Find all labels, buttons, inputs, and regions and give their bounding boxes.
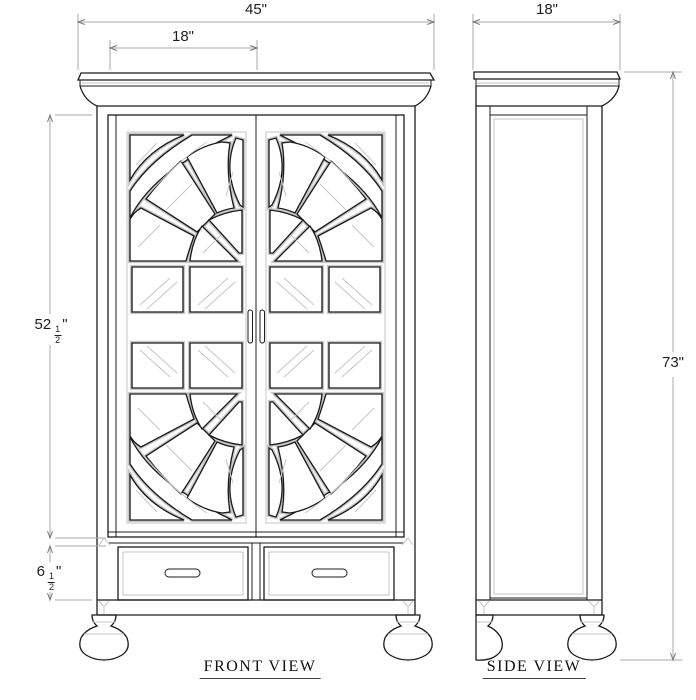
front-doors [107,114,405,538]
dimension-annotations [47,14,682,662]
side-back-foot [475,614,503,661]
front-view-drawing [77,72,436,661]
front-crown-molding [77,72,436,107]
dim-label-overall-height: 73" [659,354,687,371]
dim-label-depth: 18" [533,1,561,18]
dim-line-overall-width [76,14,436,70]
dim-line-depth [471,14,622,70]
left-door-glass-bead [126,131,247,524]
front-feet [79,614,433,661]
right-drawer-handle [311,568,348,578]
side-view-drawing [473,71,621,661]
right-door-handle [259,309,265,344]
side-front-foot [567,614,617,661]
side-view-title: SIDE VIEW [482,658,586,679]
front-right-foot [383,614,433,661]
left-drawer-handle [164,568,201,578]
dim-line-door-height [47,113,106,540]
dim-line-door-width [108,40,259,70]
left-drawer [117,546,249,601]
dim-line-base-height [47,544,106,602]
side-carcass [475,86,603,616]
front-left-foot [79,614,129,661]
dim-line-overall-height [620,70,682,662]
door-handles [247,309,265,344]
dim-label-door-width: 18" [169,28,197,45]
front-drawers [98,537,414,614]
left-door-handle [247,309,253,344]
dim-label-overall-width: 45" [242,1,270,18]
side-crown-molding [473,71,621,107]
right-door-glass-bead [265,131,386,524]
right-drawer [263,546,395,601]
front-view-title: FRONT VIEW [199,658,321,679]
side-feet [475,614,617,661]
